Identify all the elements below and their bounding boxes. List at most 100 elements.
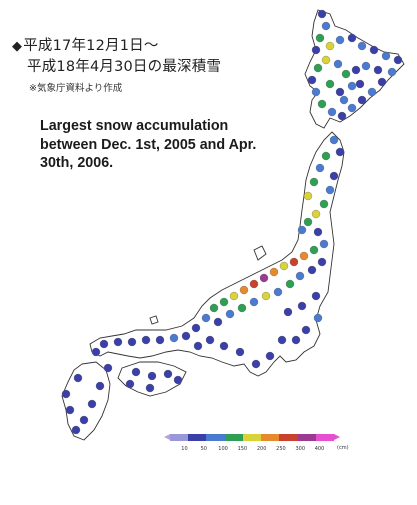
- colorbar-tick-label: 200: [256, 446, 267, 452]
- snow-station-dot: [261, 291, 271, 301]
- snow-station-dot: [381, 51, 391, 61]
- snow-station-dot: [219, 341, 229, 351]
- honshu-outline: [89, 131, 345, 377]
- snow-station-dot: [205, 335, 215, 345]
- snow-station-dot: [313, 313, 323, 323]
- snow-station-dot: [309, 245, 319, 255]
- colorbar-swatch: [315, 434, 334, 441]
- colorbar-unit: (cm): [337, 445, 349, 451]
- snow-station-dot: [347, 81, 357, 91]
- snow-station-dot: [239, 285, 249, 295]
- diamond-bullet-icon: ◆: [12, 39, 23, 54]
- snow-station-dot: [259, 273, 269, 283]
- snow-station-dot: [169, 333, 179, 343]
- snow-station-dot: [209, 303, 219, 313]
- snow-station-dot: [317, 9, 327, 19]
- colorbar-swatch: [297, 434, 316, 441]
- snow-station-dot: [193, 341, 203, 351]
- snow-station-dot: [145, 383, 155, 393]
- snow-station-dot: [237, 303, 247, 313]
- snow-station-dot: [191, 323, 201, 333]
- snow-station-dot: [317, 257, 327, 267]
- snow-station-dot: [309, 177, 319, 187]
- snow-station-dot: [325, 185, 335, 195]
- colorbar-gradient: [170, 434, 334, 441]
- snow-station-dot: [251, 359, 261, 369]
- snow-station-dot: [91, 347, 101, 357]
- snow-station-dot: [327, 107, 337, 117]
- snow-station-dot: [73, 373, 83, 383]
- snow-station-dot: [387, 67, 397, 77]
- snow-station-dot: [201, 313, 211, 323]
- colorbar-tick-label: 150: [237, 446, 248, 452]
- snow-station-dot: [65, 405, 75, 415]
- snow-station-dot: [329, 171, 339, 181]
- snow-station-dot: [347, 103, 357, 113]
- colorbar-swatch: [188, 434, 207, 441]
- snow-station-dot: [71, 425, 81, 435]
- snow-station-dot: [325, 79, 335, 89]
- snow-station-dot: [313, 227, 323, 237]
- snow-station-dot: [291, 335, 301, 345]
- snow-station-dot: [279, 261, 289, 271]
- colorbar-swatch: [261, 434, 280, 441]
- colorbar-swatch: [279, 434, 298, 441]
- snow-station-dot: [181, 331, 191, 341]
- snow-station-dot: [299, 251, 309, 261]
- english-title: Largest snow accumulation between Dec. 1…: [40, 118, 257, 172]
- snow-station-dot: [285, 279, 295, 289]
- snow-station-dot: [103, 363, 113, 373]
- snow-station-dot: [127, 337, 137, 347]
- snow-station-dot: [147, 371, 157, 381]
- snow-station-dot: [273, 287, 283, 297]
- snow-station-dot: [311, 87, 321, 97]
- snow-station-dot: [173, 375, 183, 385]
- jp-title-line-1: ◆平成17年12月1日～: [12, 36, 221, 57]
- snow-station-dot: [335, 147, 345, 157]
- colorbar-tick-label: 400: [314, 446, 325, 452]
- snow-station-dot: [131, 367, 141, 377]
- snow-station-dot: [373, 65, 383, 75]
- snow-station-dot: [315, 163, 325, 173]
- snow-station-dot: [393, 55, 403, 65]
- snow-station-dot: [295, 271, 305, 281]
- colorbar-tick-label: 10: [181, 446, 188, 452]
- snow-station-dot: [311, 45, 321, 55]
- snow-station-dot: [265, 351, 275, 361]
- colorbar-swatch: [242, 434, 262, 441]
- snow-station-dot: [347, 33, 357, 43]
- snow-station-dot: [303, 191, 313, 201]
- snow-station-dot: [357, 41, 367, 51]
- snow-station-dot: [277, 335, 287, 345]
- colorbar-swatch: [170, 434, 189, 441]
- snow-station-dot: [307, 75, 317, 85]
- snow-station-dot: [125, 379, 135, 389]
- snow-station-dot: [325, 41, 335, 51]
- snow-station-dot: [357, 95, 367, 105]
- snow-station-dot: [269, 267, 279, 277]
- snow-station-dot: [113, 337, 123, 347]
- snow-stations: [61, 9, 403, 435]
- snow-station-dot: [225, 309, 235, 319]
- oki-island: [149, 315, 159, 325]
- snow-station-dot: [311, 209, 321, 219]
- snow-station-dot: [321, 55, 331, 65]
- snow-station-dot: [321, 21, 331, 31]
- snow-station-dot: [301, 325, 311, 335]
- snow-station-dot: [163, 369, 173, 379]
- snow-station-dot: [319, 199, 329, 209]
- snow-station-dot: [99, 339, 109, 349]
- snow-station-dot: [311, 291, 321, 301]
- colorbar-tick-label: 50: [200, 446, 207, 452]
- snow-station-dot: [249, 297, 259, 307]
- snow-station-dot: [351, 65, 361, 75]
- kyushu-outline: [61, 361, 111, 441]
- colorbar-tick-label: 250: [276, 446, 286, 452]
- snow-station-dot: [319, 239, 329, 249]
- colorbar-right-arrow-icon: [334, 434, 340, 440]
- snow-station-dot: [141, 335, 151, 345]
- colorbar-tick-label: 300: [295, 446, 306, 452]
- colorbar-swatch: [206, 434, 225, 441]
